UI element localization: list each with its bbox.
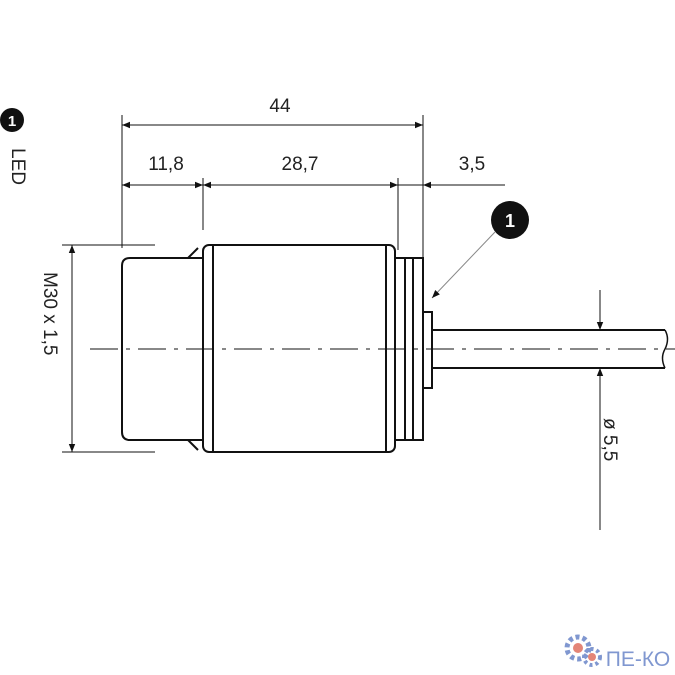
dim-label-thread: 28,7 (282, 154, 319, 175)
legend-number: 1 (8, 113, 16, 130)
callout-badge (491, 201, 529, 239)
gear-icon (564, 634, 592, 662)
cable (432, 329, 665, 369)
callout-number: 1 (505, 211, 515, 231)
svg-text:ПЕ-КО: ПЕ-КО (606, 648, 670, 671)
dimension-lines (68, 121, 604, 530)
dim-label-overall: 44 (269, 96, 291, 117)
dim-label-cap: 11,8 (148, 154, 184, 175)
dim-label-m30: M30 x 1,5 (39, 272, 60, 355)
legend-label: LED (7, 148, 28, 185)
threaded-housing (202, 244, 396, 453)
cable-break (661, 329, 669, 369)
legend-item-led: 1 LED (0, 108, 28, 185)
led-window (422, 311, 433, 389)
front-cap (121, 257, 203, 441)
extension-lines (62, 115, 610, 453)
watermark-logo: ПЕ-КО (564, 634, 670, 671)
dim-label-rear: 3,5 (459, 154, 485, 175)
legend-number-badge (0, 108, 24, 132)
callout-led: 1 (431, 201, 529, 299)
sensor-body (121, 244, 669, 453)
dim-label-cable: ø 5,5 (599, 418, 620, 461)
